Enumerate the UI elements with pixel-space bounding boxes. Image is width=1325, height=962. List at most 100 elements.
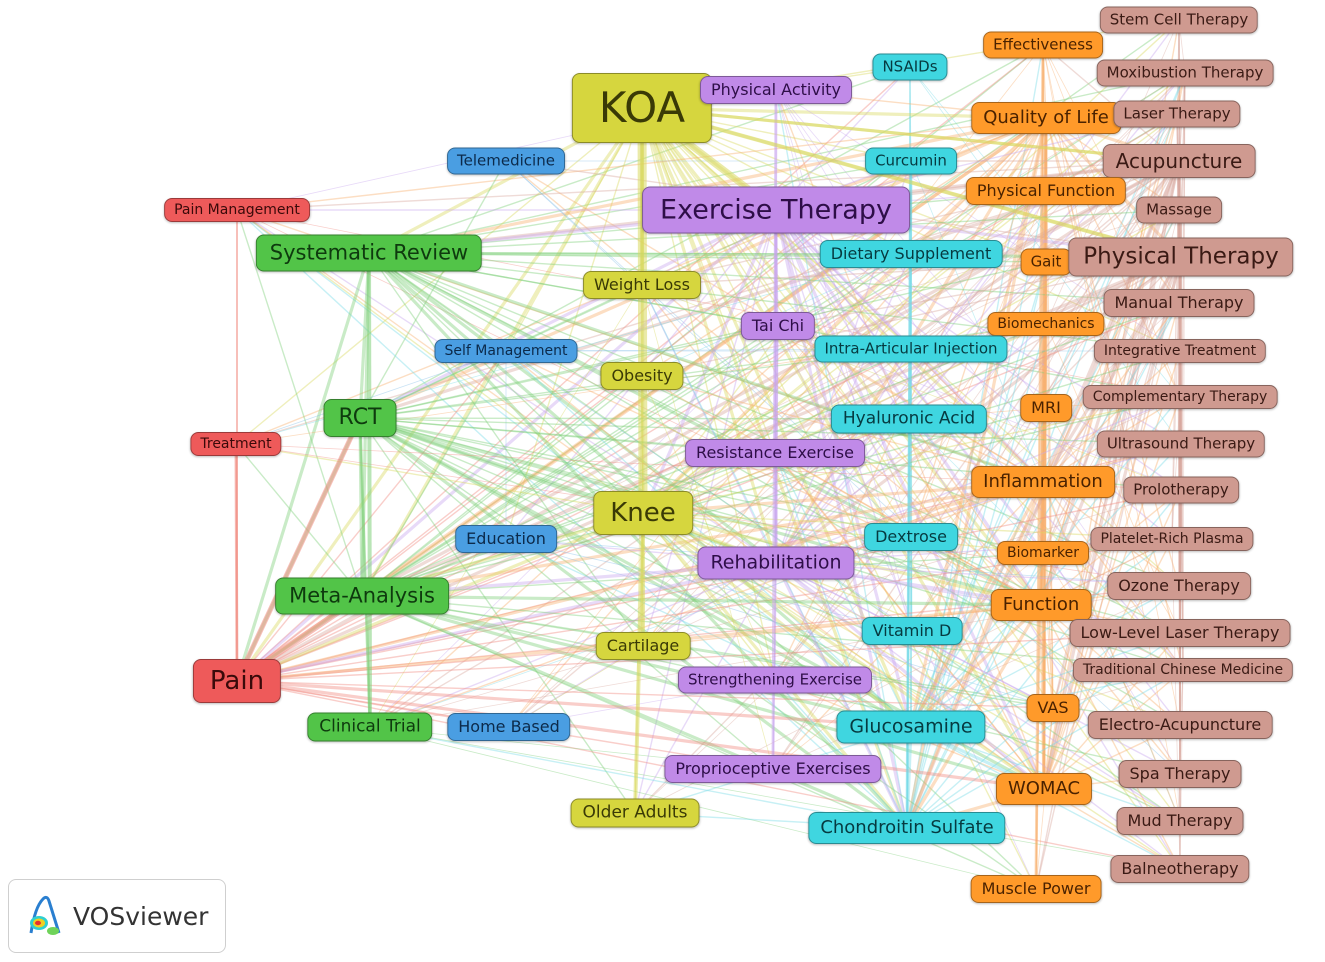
- node-physical-function[interactable]: Physical Function: [965, 177, 1127, 205]
- node-platelet-rich-plasma[interactable]: Platelet-Rich Plasma: [1090, 527, 1254, 551]
- node-manual-therapy[interactable]: Manual Therapy: [1103, 289, 1255, 317]
- link-rehabilitation-clinical-trial: [369, 562, 777, 728]
- node-womac[interactable]: WOMAC: [995, 773, 1093, 805]
- node-biomarker[interactable]: Biomarker: [996, 541, 1090, 565]
- link-exercise-therapy-rct: [359, 208, 777, 420]
- node-gait[interactable]: Gait: [1020, 248, 1072, 276]
- node-meta-analysis[interactable]: Meta-Analysis: [275, 577, 449, 615]
- node-proprioceptive-exercises[interactable]: Proprioceptive Exercises: [664, 755, 882, 783]
- link-education-glucosamine: [505, 538, 912, 728]
- link-acupuncture-treatment: [235, 160, 1180, 445]
- node-hyaluronic-acid[interactable]: Hyaluronic Acid: [830, 404, 988, 434]
- node-inflammation[interactable]: Inflammation: [971, 466, 1115, 498]
- link-rct-clinical-trial: [358, 417, 372, 728]
- link-exercise-therapy-balneotherapy: [775, 209, 1181, 870]
- node-effectiveness[interactable]: Effectiveness: [983, 31, 1103, 59]
- node-intra-articular-injection[interactable]: Intra-Articular Injection: [814, 335, 1008, 363]
- node-dextrose[interactable]: Dextrose: [864, 523, 958, 551]
- node-mud-therapy[interactable]: Mud Therapy: [1116, 807, 1244, 835]
- node-ozone-therapy[interactable]: Ozone Therapy: [1107, 572, 1251, 600]
- node-quality-of-life[interactable]: Quality of Life: [971, 102, 1121, 134]
- node-function[interactable]: Function: [990, 589, 1092, 621]
- node-balneotherapy[interactable]: Balneotherapy: [1110, 855, 1250, 883]
- node-tai-chi[interactable]: Tai Chi: [740, 312, 816, 340]
- link-resistance-exercise-meta-analysis: [361, 452, 776, 597]
- node-treatment[interactable]: Treatment: [190, 432, 282, 456]
- link-telemedicine-spa-therapy: [505, 160, 1181, 775]
- node-clinical-trial[interactable]: Clinical Trial: [307, 712, 433, 742]
- node-integrative-treatment[interactable]: Integrative Treatment: [1093, 339, 1267, 363]
- link-acupuncture-muscle-power: [1035, 160, 1180, 890]
- link-resistance-exercise-chondroitin-sulfate: [774, 452, 908, 829]
- link-pain-management-glucosamine: [236, 209, 912, 728]
- link-inflammation-meta-analysis: [361, 480, 1044, 598]
- link-hyaluronic-acid-function: [908, 418, 1042, 606]
- node-vas[interactable]: VAS: [1026, 694, 1080, 722]
- node-pain[interactable]: Pain: [192, 659, 282, 703]
- node-muscle-power[interactable]: Muscle Power: [970, 875, 1102, 903]
- link-effectiveness-chondroitin-sulfate: [906, 44, 1044, 829]
- node-chondroitin-sulfate[interactable]: Chondroitin Sulfate: [808, 812, 1006, 844]
- link-dietary-supplement-meta-analysis: [361, 253, 912, 597]
- node-ultrasound-therapy[interactable]: Ultrasound Therapy: [1096, 430, 1266, 458]
- node-mri[interactable]: MRI: [1020, 394, 1072, 422]
- node-education[interactable]: Education: [455, 525, 557, 553]
- node-biomechanics[interactable]: Biomechanics: [987, 312, 1105, 336]
- node-physical-therapy[interactable]: Physical Therapy: [1068, 237, 1294, 277]
- link-rct-hyaluronic-acid: [359, 417, 910, 420]
- node-strengthening-exercise[interactable]: Strengthening Exercise: [677, 666, 873, 694]
- node-home-based[interactable]: Home Based: [447, 713, 571, 741]
- link-moxibustion-therapy-prolotherapy: [1180, 72, 1186, 491]
- link-acupuncture-pain-management: [236, 160, 1180, 211]
- link-systematic-review-clinical-trial: [367, 252, 372, 728]
- node-moxibustion-therapy[interactable]: Moxibustion Therapy: [1096, 59, 1274, 87]
- node-resistance-exercise[interactable]: Resistance Exercise: [685, 439, 865, 467]
- node-physical-activity[interactable]: Physical Activity: [699, 76, 853, 104]
- link-meta-analysis-function: [361, 594, 1042, 607]
- node-exercise-therapy[interactable]: Exercise Therapy: [642, 186, 910, 234]
- node-spa-therapy[interactable]: Spa Therapy: [1118, 760, 1242, 788]
- node-massage[interactable]: Massage: [1136, 196, 1222, 224]
- node-curcumin[interactable]: Curcumin: [865, 147, 957, 175]
- node-glucosamine[interactable]: Glucosamine: [836, 710, 986, 744]
- node-low-level-laser-therapy[interactable]: Low-Level Laser Therapy: [1069, 619, 1291, 647]
- link-meta-analysis-vas: [361, 595, 1054, 709]
- node-nsaids[interactable]: NSAIDs: [872, 53, 948, 81]
- node-stem-cell-therapy[interactable]: Stem Cell Therapy: [1099, 6, 1259, 34]
- node-knee[interactable]: Knee: [593, 491, 693, 535]
- node-older-adults[interactable]: Older Adults: [570, 798, 700, 828]
- link-koa-acupuncture: [641, 106, 1180, 163]
- node-vitamin-d[interactable]: Vitamin D: [861, 617, 963, 645]
- node-obesity[interactable]: Obesity: [600, 362, 684, 390]
- node-prolotherapy[interactable]: Prolotherapy: [1123, 476, 1239, 504]
- node-complementary-therapy[interactable]: Complementary Therapy: [1082, 385, 1278, 409]
- link-dextrose-womac: [910, 536, 1045, 790]
- node-self-management[interactable]: Self Management: [434, 339, 578, 363]
- link-rehabilitation-womac: [774, 561, 1046, 791]
- node-koa[interactable]: KOA: [571, 73, 713, 143]
- node-dietary-supplement[interactable]: Dietary Supplement: [819, 240, 1003, 268]
- link-pain-glucosamine: [236, 679, 912, 729]
- link-tai-chi-meta-analysis: [361, 325, 779, 597]
- link-koa-balneotherapy: [641, 107, 1181, 870]
- node-cartilage[interactable]: Cartilage: [595, 632, 691, 660]
- link-intra-articular-injection-pain: [236, 348, 912, 682]
- link-strengthening-exercise-chondroitin-sulfate: [774, 679, 908, 829]
- node-acupuncture[interactable]: Acupuncture: [1102, 144, 1256, 178]
- link-koa-education: [505, 107, 643, 540]
- link-knee-strengthening-exercise: [642, 512, 776, 681]
- link-prolotherapy-clinical-trial: [369, 489, 1182, 728]
- link-exercise-therapy-knee: [641, 209, 778, 514]
- node-traditional-chinese-medicine[interactable]: Traditional Chinese Medicine: [1072, 658, 1294, 682]
- link-biomarker-vas: [1042, 552, 1054, 709]
- link-koa-muscle-power: [641, 107, 1037, 890]
- node-telemedicine[interactable]: Telemedicine: [447, 147, 565, 175]
- node-rct[interactable]: RCT: [323, 399, 397, 437]
- node-rehabilitation[interactable]: Rehabilitation: [697, 546, 855, 580]
- node-laser-therapy[interactable]: Laser Therapy: [1113, 100, 1241, 128]
- link-massage-tai-chi: [777, 209, 1180, 327]
- node-weight-loss[interactable]: Weight Loss: [583, 271, 701, 299]
- node-systematic-review[interactable]: Systematic Review: [255, 234, 483, 272]
- node-pain-management[interactable]: Pain Management: [164, 198, 310, 222]
- node-electro-acupuncture[interactable]: Electro-Acupuncture: [1087, 711, 1273, 739]
